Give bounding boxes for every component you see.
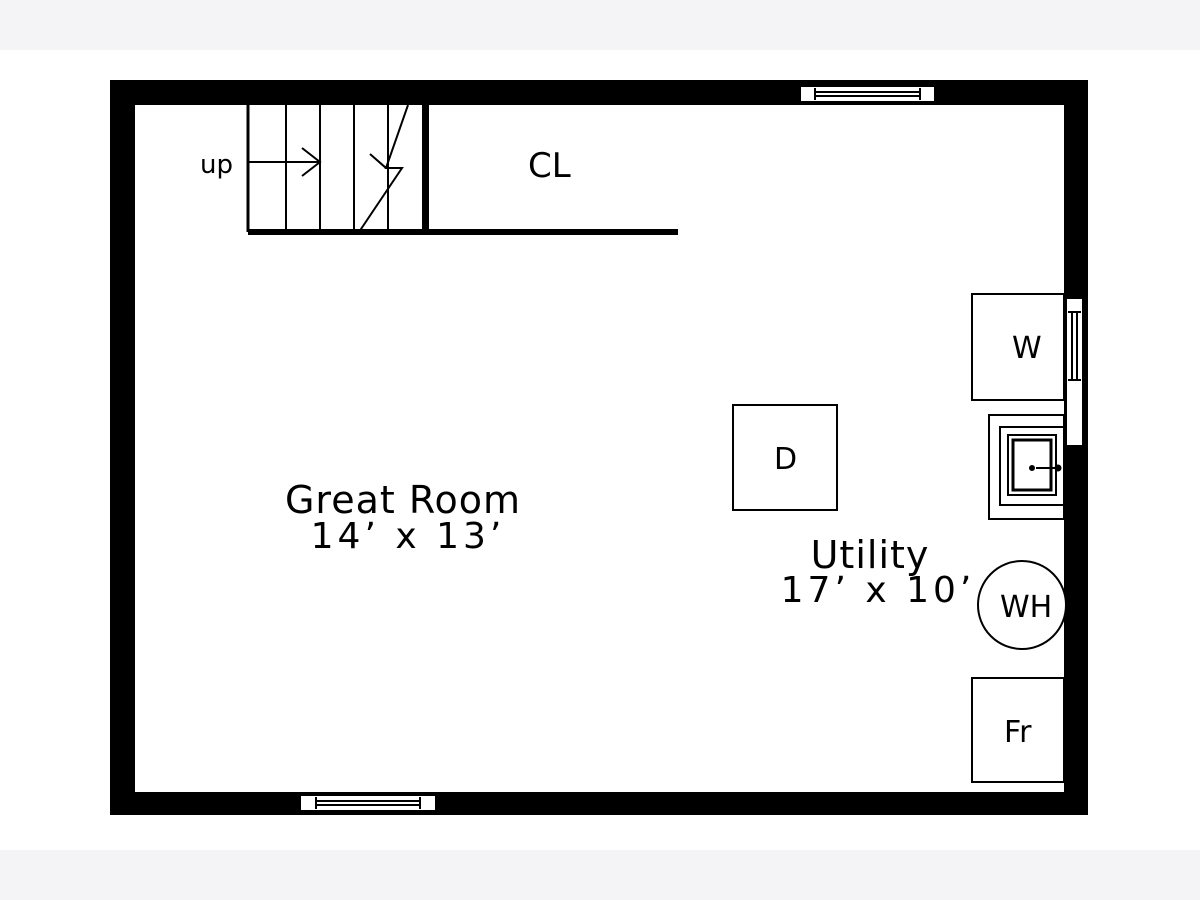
utility-room-name: Utility bbox=[811, 533, 930, 577]
floor-plan: up CL W D WH Fr Great Room 14’ x 13’ Uti… bbox=[110, 80, 1088, 815]
freezer bbox=[971, 677, 1065, 783]
dryer bbox=[732, 404, 838, 511]
window-bottom bbox=[299, 794, 437, 812]
washer-label: W bbox=[1012, 331, 1042, 366]
utility-room-dimensions: 17’ x 10’ bbox=[781, 570, 976, 611]
freezer-label: Fr bbox=[1004, 715, 1032, 750]
closet-wall-horizontal bbox=[248, 229, 678, 235]
water-heater bbox=[977, 560, 1067, 650]
closet-wall-vertical bbox=[422, 105, 429, 232]
floor-plan-canvas: up CL W D WH Fr Great Room 14’ x 13’ Uti… bbox=[0, 50, 1200, 850]
staircase bbox=[246, 104, 409, 233]
window-right bbox=[1065, 297, 1084, 447]
dryer-label: D bbox=[774, 442, 797, 477]
great-room-name: Great Room bbox=[285, 478, 521, 522]
window-top bbox=[799, 85, 936, 103]
exterior-walls bbox=[110, 80, 1088, 815]
stairs-direction-label: up bbox=[200, 150, 233, 180]
water-heater-label: WH bbox=[1000, 590, 1052, 625]
utility-sink bbox=[988, 414, 1065, 520]
great-room-dimensions: 14’ x 13’ bbox=[311, 516, 506, 557]
closet-label: CL bbox=[528, 146, 571, 186]
washer bbox=[971, 293, 1065, 401]
